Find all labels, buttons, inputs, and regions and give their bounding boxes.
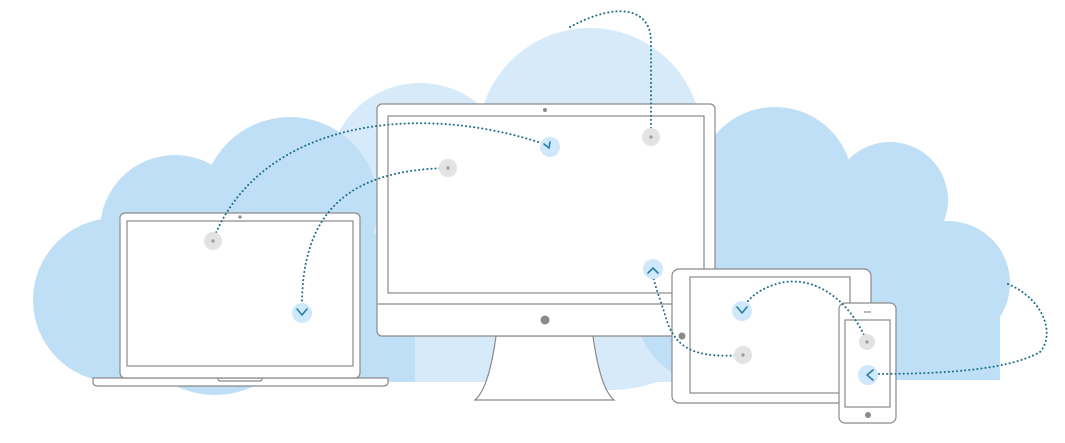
sync-path-cloud-to-phone	[868, 283, 1048, 375]
arrow-head-desktop-bottom	[647, 267, 659, 274]
node-tablet-arrow-in	[732, 301, 752, 321]
phone-home-button	[865, 412, 871, 418]
sync-paths	[212, 10, 1048, 375]
node-desktop-top-right-dot	[649, 135, 653, 139]
sync-path-cloud-to-desktop	[569, 10, 652, 136]
arrow-head-laptop	[296, 308, 308, 316]
sync-path-desktop-to-laptop	[300, 167, 449, 313]
desktop-stand	[473, 335, 616, 401]
node-desktop-arrow-in	[540, 137, 560, 157]
node-laptop-top-dot	[211, 239, 215, 243]
desktop-logo-dot	[540, 315, 550, 325]
tablet-home-button	[678, 332, 686, 340]
desktop-camera	[543, 108, 547, 112]
node-laptop-arrow-in	[292, 303, 312, 323]
node-desktop-left-dot	[446, 166, 450, 170]
tablet-icon	[671, 268, 872, 404]
tablet-screen	[689, 276, 851, 394]
laptop-screen	[126, 220, 354, 367]
sync-arrows	[296, 141, 874, 381]
arrow-head-desktop	[543, 141, 551, 149]
sync-path-phone-to-tablet	[741, 280, 868, 343]
node-tablet-bottom-dot	[741, 353, 745, 357]
phone-screen	[844, 319, 891, 408]
arrow-head-phone	[866, 369, 874, 381]
phone-icon	[838, 302, 897, 424]
sync-path-laptop-to-desktop	[212, 122, 551, 241]
laptop-icon	[92, 212, 389, 387]
sync-path-tablet-to-desktop	[651, 267, 744, 357]
laptop-camera	[238, 215, 242, 219]
laptop-base	[92, 377, 389, 387]
arrow-head-tablet	[736, 306, 748, 314]
node-phone-top-dot	[865, 340, 869, 344]
